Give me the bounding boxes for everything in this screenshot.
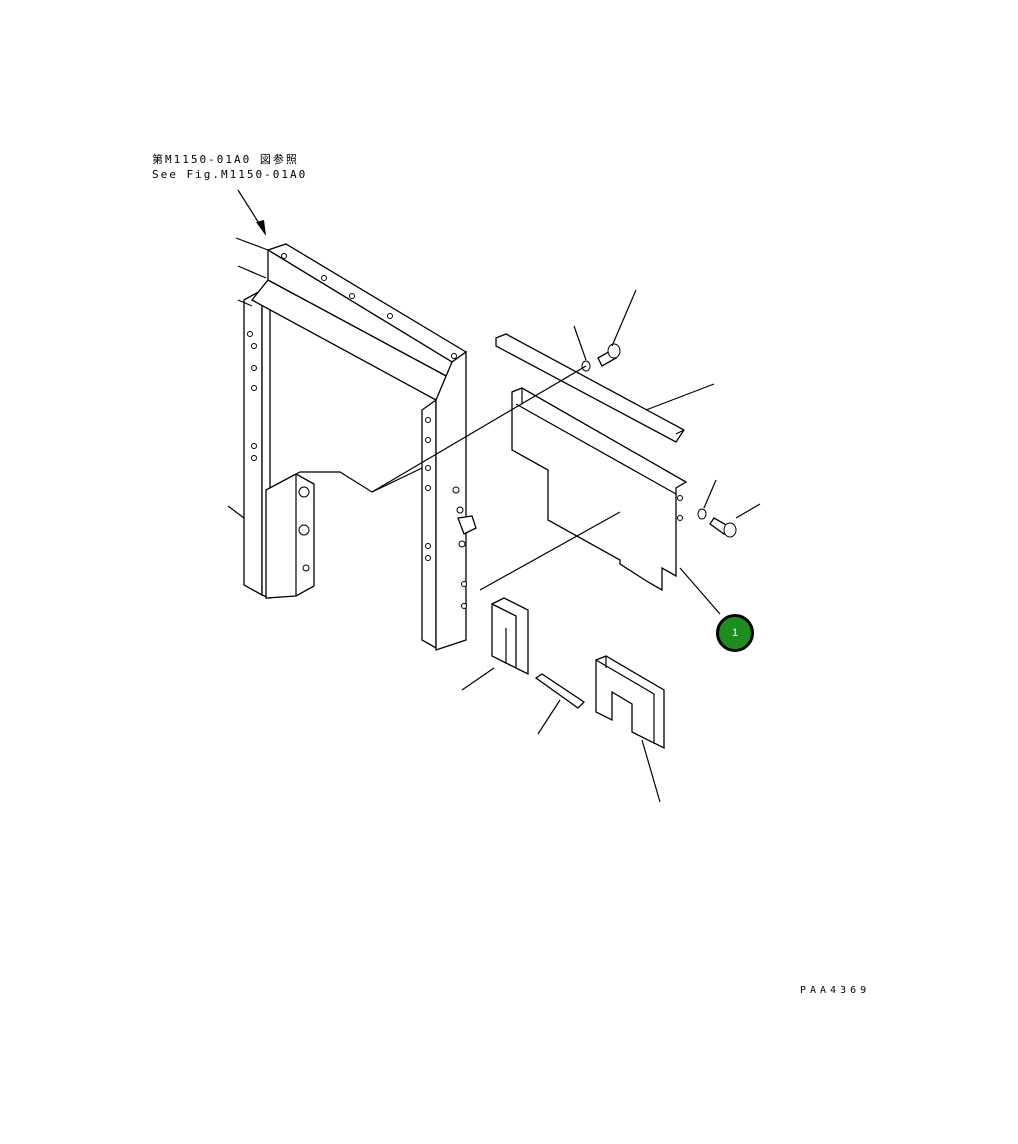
reference-note-english: See Fig.M1150-01A0 [152, 168, 308, 181]
block-part [491, 597, 529, 676]
reference-note-japanese: 第M1150-01A0 図参照 [152, 153, 299, 166]
bolt-set-right [697, 508, 737, 538]
leader-lines [371, 289, 761, 803]
cover-plate-part [511, 387, 688, 592]
bar-part [495, 333, 685, 443]
bolt-set-upper [581, 343, 621, 372]
key-part [534, 673, 586, 709]
drawing-code: PAA4369 [800, 985, 871, 996]
callout-1-button[interactable]: 1 [716, 614, 754, 652]
reference-arrow [237, 189, 266, 236]
main-frame-part [227, 237, 477, 651]
shim-plate-part [595, 655, 665, 750]
